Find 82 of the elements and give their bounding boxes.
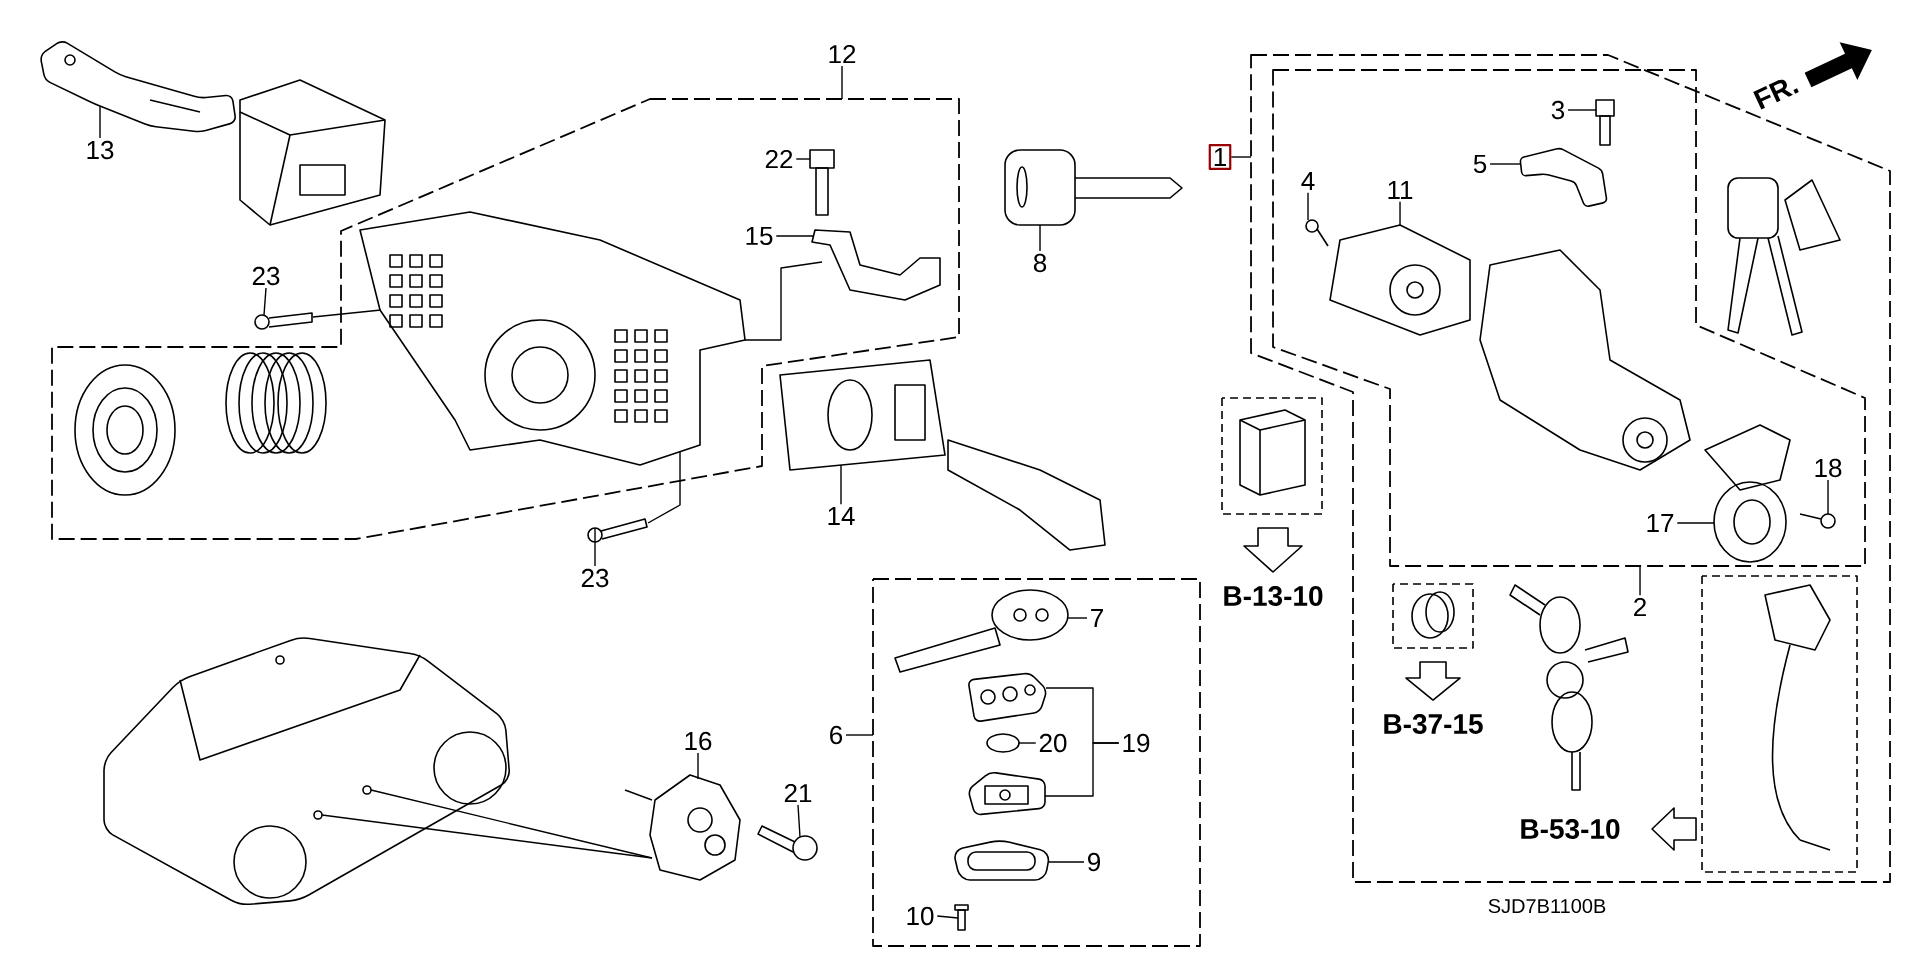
callout-number: 23 <box>581 568 609 588</box>
leader-line <box>936 915 959 919</box>
switch-drawing <box>779 359 946 471</box>
callout-number: 4 <box>1301 172 1315 190</box>
leader-line <box>647 451 681 524</box>
callout-number: 3 <box>1551 100 1565 120</box>
leader-line <box>1048 861 1085 863</box>
callout-number: 9 <box>1088 852 1100 872</box>
callout-number: 22 <box>765 149 793 169</box>
leader-line <box>697 752 699 780</box>
reference-label: B-53-10 <box>1521 819 1620 839</box>
callout-number: 8 <box>1033 253 1047 273</box>
key-drawing <box>894 589 1069 673</box>
screw-drawing <box>254 312 313 330</box>
lock-housing-drawing <box>1329 224 1471 336</box>
leader-line <box>775 235 815 237</box>
reference-label: B-37-15 <box>1384 714 1483 734</box>
clamp-drawing <box>1519 147 1608 207</box>
bolt-drawing <box>757 825 818 861</box>
callout-number: 20 <box>1039 733 1067 753</box>
direction-label: FR. <box>1753 79 1799 110</box>
callout-number: 5 <box>1473 154 1487 174</box>
leader-line <box>795 158 811 160</box>
leader-line <box>797 804 801 838</box>
leader-line <box>1489 163 1522 165</box>
leader-line <box>1307 192 1309 221</box>
leader-line <box>370 789 653 859</box>
door-switch-drawing <box>649 774 741 881</box>
callout-number: 19 <box>1123 733 1150 753</box>
column-housing-drawing <box>359 211 746 466</box>
callout-number: 21 <box>784 783 812 803</box>
leader-line <box>744 261 823 341</box>
ignition-ring-drawing <box>1704 424 1791 563</box>
frame-drawing <box>954 840 1050 881</box>
leader-line <box>1044 742 1120 797</box>
callout-number: 18 <box>1815 458 1842 478</box>
bracket-drawing <box>811 229 941 301</box>
leader-line <box>321 814 653 859</box>
leader-line <box>1399 201 1401 227</box>
callout-number: 11 <box>1388 181 1413 199</box>
callout-number: 14 <box>828 507 855 525</box>
leader-line <box>845 734 874 736</box>
leader-line <box>99 105 101 139</box>
callout-number: 23 <box>252 266 280 286</box>
leader-line <box>1230 156 1252 158</box>
leader-line <box>1018 742 1037 744</box>
callout-number: 16 <box>685 731 712 751</box>
leader-line <box>840 464 842 505</box>
leader-line <box>1676 522 1715 524</box>
callout-number: 2 <box>1634 597 1646 617</box>
key-drawing <box>1004 149 1183 226</box>
drawing-number: SJD7B1100B <box>1488 898 1606 914</box>
leader-line <box>1827 479 1829 515</box>
bolt-drawing <box>809 149 835 216</box>
battery-drawing <box>986 733 1020 753</box>
boxed-callout-number: 1 <box>1208 143 1232 171</box>
leader-line <box>1567 109 1597 111</box>
leader-line <box>1639 565 1641 596</box>
leader-line <box>1067 617 1088 619</box>
callout-number: 15 <box>746 226 773 246</box>
leader-line <box>312 309 382 318</box>
leader-line <box>594 527 596 567</box>
screw-drawing <box>587 518 648 543</box>
callout-number: 12 <box>829 44 856 64</box>
reference-label: B-13-10 <box>1224 586 1323 606</box>
bolt-drawing <box>1595 99 1615 146</box>
screw-drawing <box>1799 513 1836 529</box>
screw-drawing <box>1305 219 1329 247</box>
car-drawing <box>103 637 510 906</box>
leader-line <box>624 789 653 801</box>
leader-line <box>263 287 267 316</box>
screw-drawing <box>954 904 969 931</box>
leader-line <box>841 65 843 100</box>
callout-number: 17 <box>1647 514 1674 532</box>
callout-number: 10 <box>907 906 934 926</box>
remote-case-drawing <box>968 772 1046 816</box>
remote-case-drawing <box>968 672 1047 722</box>
callout-number: 13 <box>87 140 114 160</box>
callout-number: 6 <box>830 725 843 745</box>
lever-drawing <box>40 41 236 133</box>
callout-number: 7 <box>1091 609 1103 627</box>
leader-line <box>1039 224 1041 252</box>
